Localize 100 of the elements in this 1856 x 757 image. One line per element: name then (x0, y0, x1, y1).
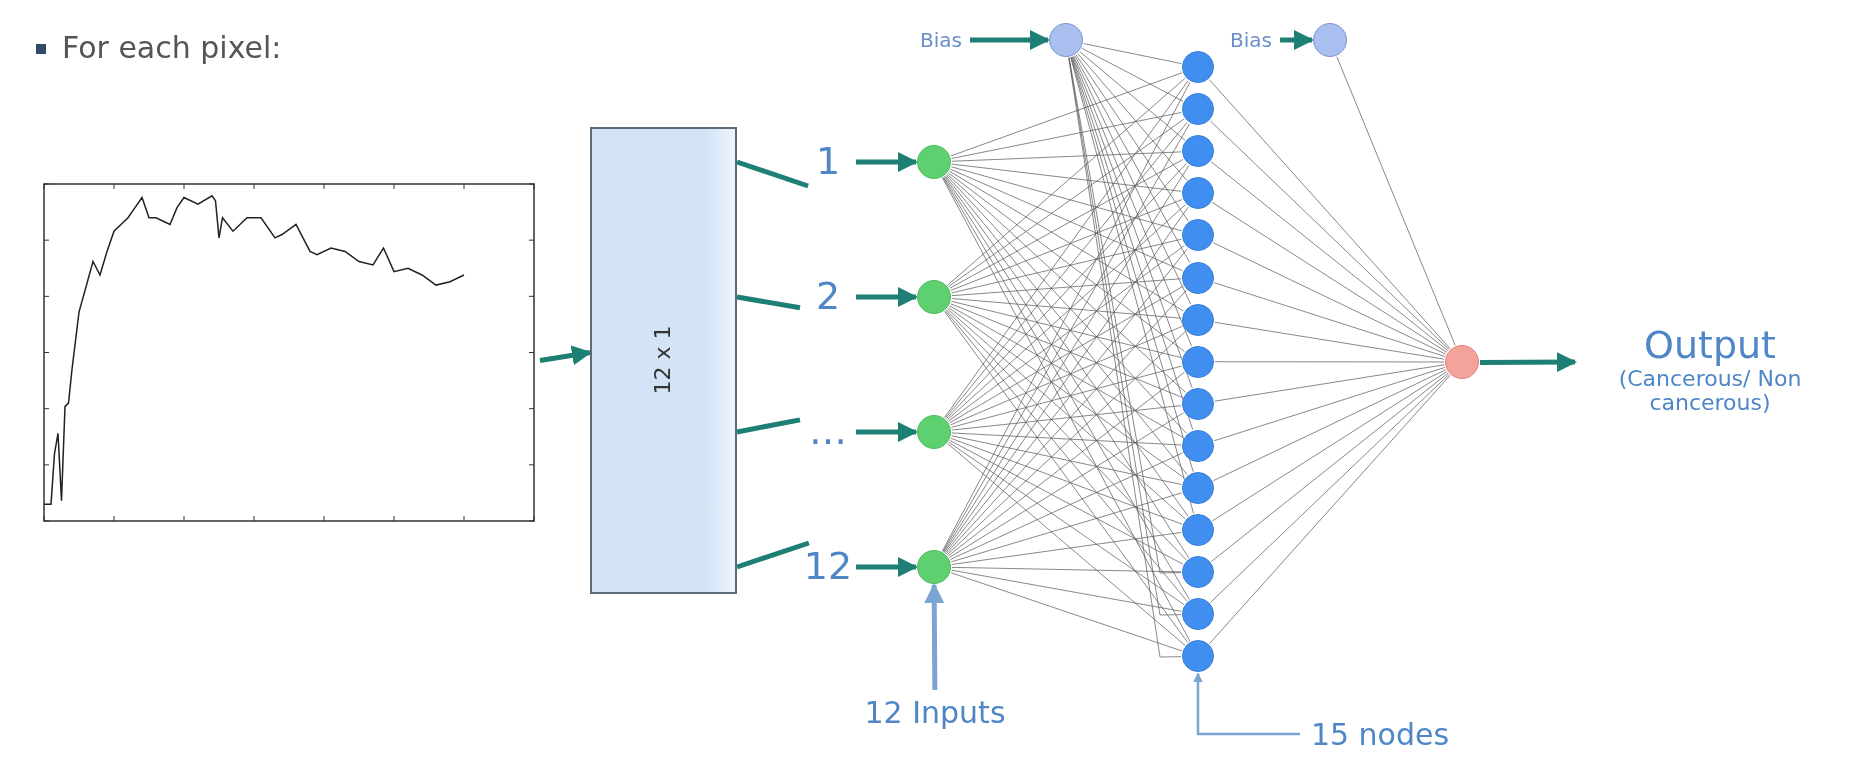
connection-line (951, 365, 1182, 428)
connection-line (736, 159, 809, 189)
connection-line (1214, 364, 1445, 402)
connection-line (947, 371, 1185, 557)
hidden-neuron (1182, 472, 1214, 504)
connection-line (1212, 202, 1448, 353)
connection-line (1213, 282, 1446, 357)
output-label: Output (Cancerous/ Non cancerous) (1575, 310, 1845, 430)
connection-line (1214, 361, 1445, 363)
arrow (539, 345, 592, 366)
bias-neuron (1313, 23, 1347, 57)
connection-line (1209, 79, 1451, 349)
connection-line (951, 163, 1182, 192)
connection-line (950, 325, 1183, 426)
input-neuron (917, 280, 951, 314)
connection-line (736, 417, 801, 435)
connection-line (950, 168, 1183, 272)
connection-line (948, 441, 1185, 605)
connection-line (948, 245, 1185, 422)
connection-line (950, 303, 1183, 398)
hidden-neuron (1182, 219, 1214, 252)
bias-label: Bias (1222, 26, 1280, 54)
connection-line (1081, 48, 1184, 102)
process-box (590, 127, 737, 594)
connection-line (1209, 120, 1450, 350)
connection-line (949, 285, 1184, 424)
connection-line (1213, 367, 1446, 442)
connection-line (951, 432, 1182, 446)
connection-line (951, 166, 1182, 232)
bias-neuron (1049, 23, 1083, 57)
hidden-neuron (1182, 51, 1214, 83)
connection-line (949, 305, 1184, 438)
connection-line (1073, 55, 1192, 305)
connection-line (1079, 51, 1186, 141)
input-neuron (917, 145, 951, 179)
hidden-neuron (1182, 135, 1214, 168)
connection-line (950, 572, 1183, 652)
arrow (1280, 30, 1314, 50)
hidden-neuron (1182, 177, 1214, 210)
arrow (1479, 352, 1577, 373)
arrow (856, 557, 918, 577)
connection-line (947, 204, 1186, 421)
connection-line (1209, 375, 1451, 645)
connection-line (951, 569, 1182, 612)
hidden-neuron (1182, 303, 1214, 336)
input-number: 1 (800, 138, 856, 186)
hidden-neuron (1182, 429, 1214, 462)
connection-line (1210, 161, 1449, 352)
connection-line (1213, 242, 1447, 355)
connection-line (951, 238, 1182, 294)
arrow (856, 287, 918, 307)
connection-line (948, 412, 1184, 558)
connection-line (950, 199, 1183, 291)
hidden-neuron (1182, 345, 1214, 378)
connection-line (951, 112, 1182, 159)
hidden-neuron (1182, 261, 1214, 294)
connection-line (951, 567, 1182, 573)
connection-line (950, 492, 1183, 563)
connection-line (1075, 54, 1189, 222)
hidden-neuron (1182, 93, 1214, 126)
connection-line (951, 300, 1182, 358)
hidden-neuron (1182, 640, 1214, 673)
arrow (924, 583, 945, 690)
connection-line (1074, 55, 1191, 263)
connection-line (951, 298, 1182, 319)
connection-line (949, 159, 1184, 289)
annotation-label: 12 Inputs (860, 690, 1010, 734)
connection-line (951, 435, 1182, 485)
connection-line (1214, 321, 1445, 360)
connection-line (949, 170, 1184, 312)
arrow (970, 30, 1050, 50)
connection-line (948, 307, 1185, 479)
connection-line (950, 72, 1183, 157)
connection-line (1209, 374, 1450, 603)
bias-label: Bias (912, 26, 970, 54)
heading-text: For each pixel: (62, 30, 282, 65)
input-neuron (917, 550, 951, 584)
arrow (856, 152, 918, 172)
input-number: 12 (800, 543, 856, 591)
connection-line (951, 151, 1182, 162)
box-label: 12 x 1 (651, 326, 676, 395)
connection-line (951, 532, 1182, 565)
connection-line (736, 540, 810, 570)
connection-line (948, 118, 1185, 287)
connection-line (947, 77, 1186, 286)
connection-line (947, 443, 1186, 646)
connection-line (1077, 53, 1188, 181)
connection-line (1213, 369, 1447, 482)
connection-line (951, 278, 1182, 297)
annotation-label: 15 nodes (1300, 712, 1460, 756)
connection-line (951, 405, 1182, 431)
connection-line (1210, 372, 1449, 562)
output-neuron (1445, 345, 1479, 379)
hidden-neuron (1182, 598, 1214, 631)
hidden-neuron (1182, 556, 1214, 589)
connection-line (1083, 43, 1182, 64)
connection-line (948, 172, 1185, 352)
hidden-neuron (1182, 514, 1214, 547)
hidden-neuron (1182, 387, 1214, 420)
arrow (856, 422, 918, 442)
